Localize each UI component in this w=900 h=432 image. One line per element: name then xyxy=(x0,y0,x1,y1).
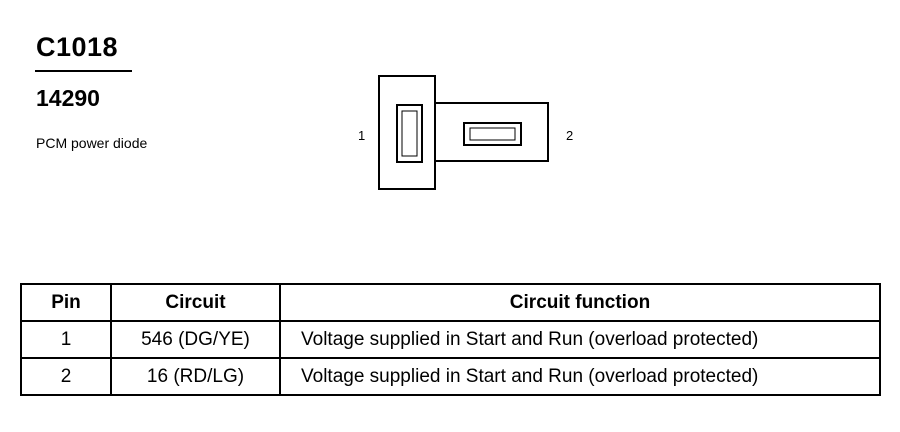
circuit-cell: 16 (RD/LG) xyxy=(110,357,281,396)
part-number: 14290 xyxy=(36,85,100,111)
circuit-function-cell: Voltage supplied in Start and Run (overl… xyxy=(279,320,881,359)
pin-1-cavity-inner xyxy=(401,110,418,157)
connector-id: C1018 xyxy=(36,32,119,62)
column-header-circuit-function: Circuit function xyxy=(279,283,881,322)
title-underline xyxy=(35,70,132,72)
pin-cell: 1 xyxy=(20,320,112,359)
pin-label-2: 2 xyxy=(566,128,574,143)
connector-description: PCM power diode xyxy=(36,135,148,151)
pin-cell: 2 xyxy=(20,357,112,396)
circuit-function-cell: Voltage supplied in Start and Run (overl… xyxy=(279,357,881,396)
pin-label-1: 1 xyxy=(358,128,366,143)
pin-1-cavity xyxy=(396,104,423,163)
pin-table: Pin Circuit Circuit function 1 546 (DG/Y… xyxy=(20,283,881,396)
table-row: 1 546 (DG/YE) Voltage supplied in Start … xyxy=(20,320,881,359)
circuit-cell: 546 (DG/YE) xyxy=(110,320,281,359)
column-header-pin: Pin xyxy=(20,283,112,322)
table-row: 2 16 (RD/LG) Voltage supplied in Start a… xyxy=(20,357,881,396)
column-header-circuit: Circuit xyxy=(110,283,281,322)
pin-2-cavity xyxy=(463,122,522,146)
connector-diagram xyxy=(340,60,600,210)
pin-2-cavity-inner xyxy=(469,127,516,141)
table-header-row: Pin Circuit Circuit function xyxy=(20,283,881,322)
